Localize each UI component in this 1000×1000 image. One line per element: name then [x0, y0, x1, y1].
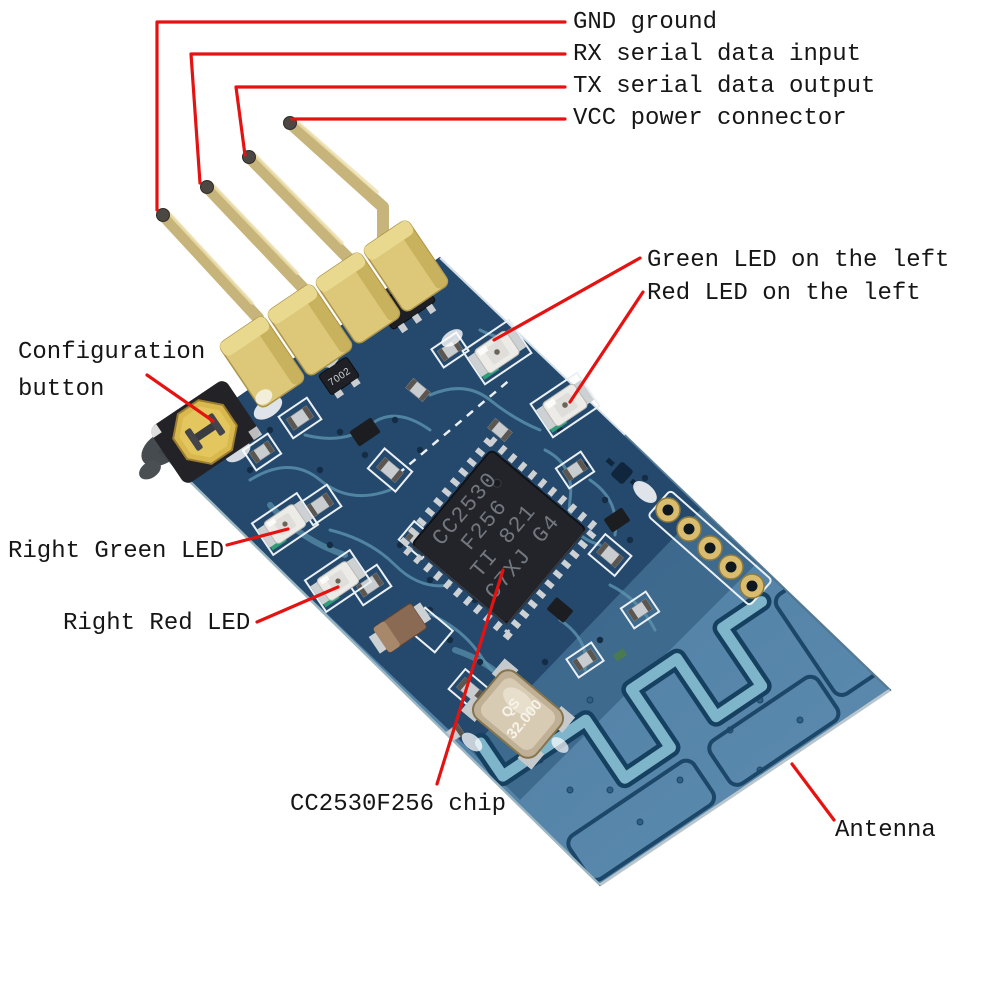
label-antenna: Antenna: [835, 817, 936, 844]
board-edge-top2: [624, 434, 891, 691]
board-edge-top: [439, 257, 626, 436]
silkscreen-outlines: [241, 331, 661, 713]
label-green-led-left: Green LED on the left: [647, 247, 950, 274]
left-green-led: [461, 318, 533, 386]
pin-tx: [243, 151, 354, 292]
leader-line-red-led-left: [568, 290, 645, 404]
pin-vcc: [284, 117, 389, 258]
through-holes: [648, 490, 772, 606]
annotation-lines: [145, 20, 836, 822]
leader-line-gnd: [155, 20, 567, 212]
header-pins: [156, 116, 449, 408]
leader-line-right-green-led: [225, 527, 290, 547]
crystal-oscillator: QS 32.000: [460, 658, 576, 770]
leader-line-chip: [435, 568, 505, 786]
pin-tip: [200, 180, 214, 194]
header-spacer-blocks: [219, 220, 449, 408]
label-red-led-left: Red LED on the left: [647, 280, 921, 307]
leader-line-config-button: [145, 373, 215, 423]
label-chip: CC2530F256 chip: [290, 791, 507, 818]
configuration-button: [139, 381, 263, 483]
label-rx: RX serial data input: [573, 41, 862, 68]
label-right-green-led: Right Green LED: [8, 538, 225, 565]
label-right-red-led: Right Red LED: [63, 610, 251, 637]
label-vcc: VCC power connector: [573, 105, 847, 132]
leader-line-green-led-left: [492, 256, 642, 342]
pin-tip: [156, 208, 170, 222]
leader-line-antenna: [790, 762, 836, 822]
board-edge-bottom: [599, 688, 891, 887]
label-tx: TX serial data output: [573, 73, 876, 100]
label-gnd: GND ground: [573, 9, 718, 36]
leader-line-right-red-led: [255, 585, 340, 624]
tantalum-capacitor: [368, 602, 432, 654]
smd-components: [249, 338, 653, 747]
board-edge-left: [159, 451, 601, 886]
leader-line-tx: [234, 85, 567, 157]
leader-line-rx: [189, 52, 567, 185]
